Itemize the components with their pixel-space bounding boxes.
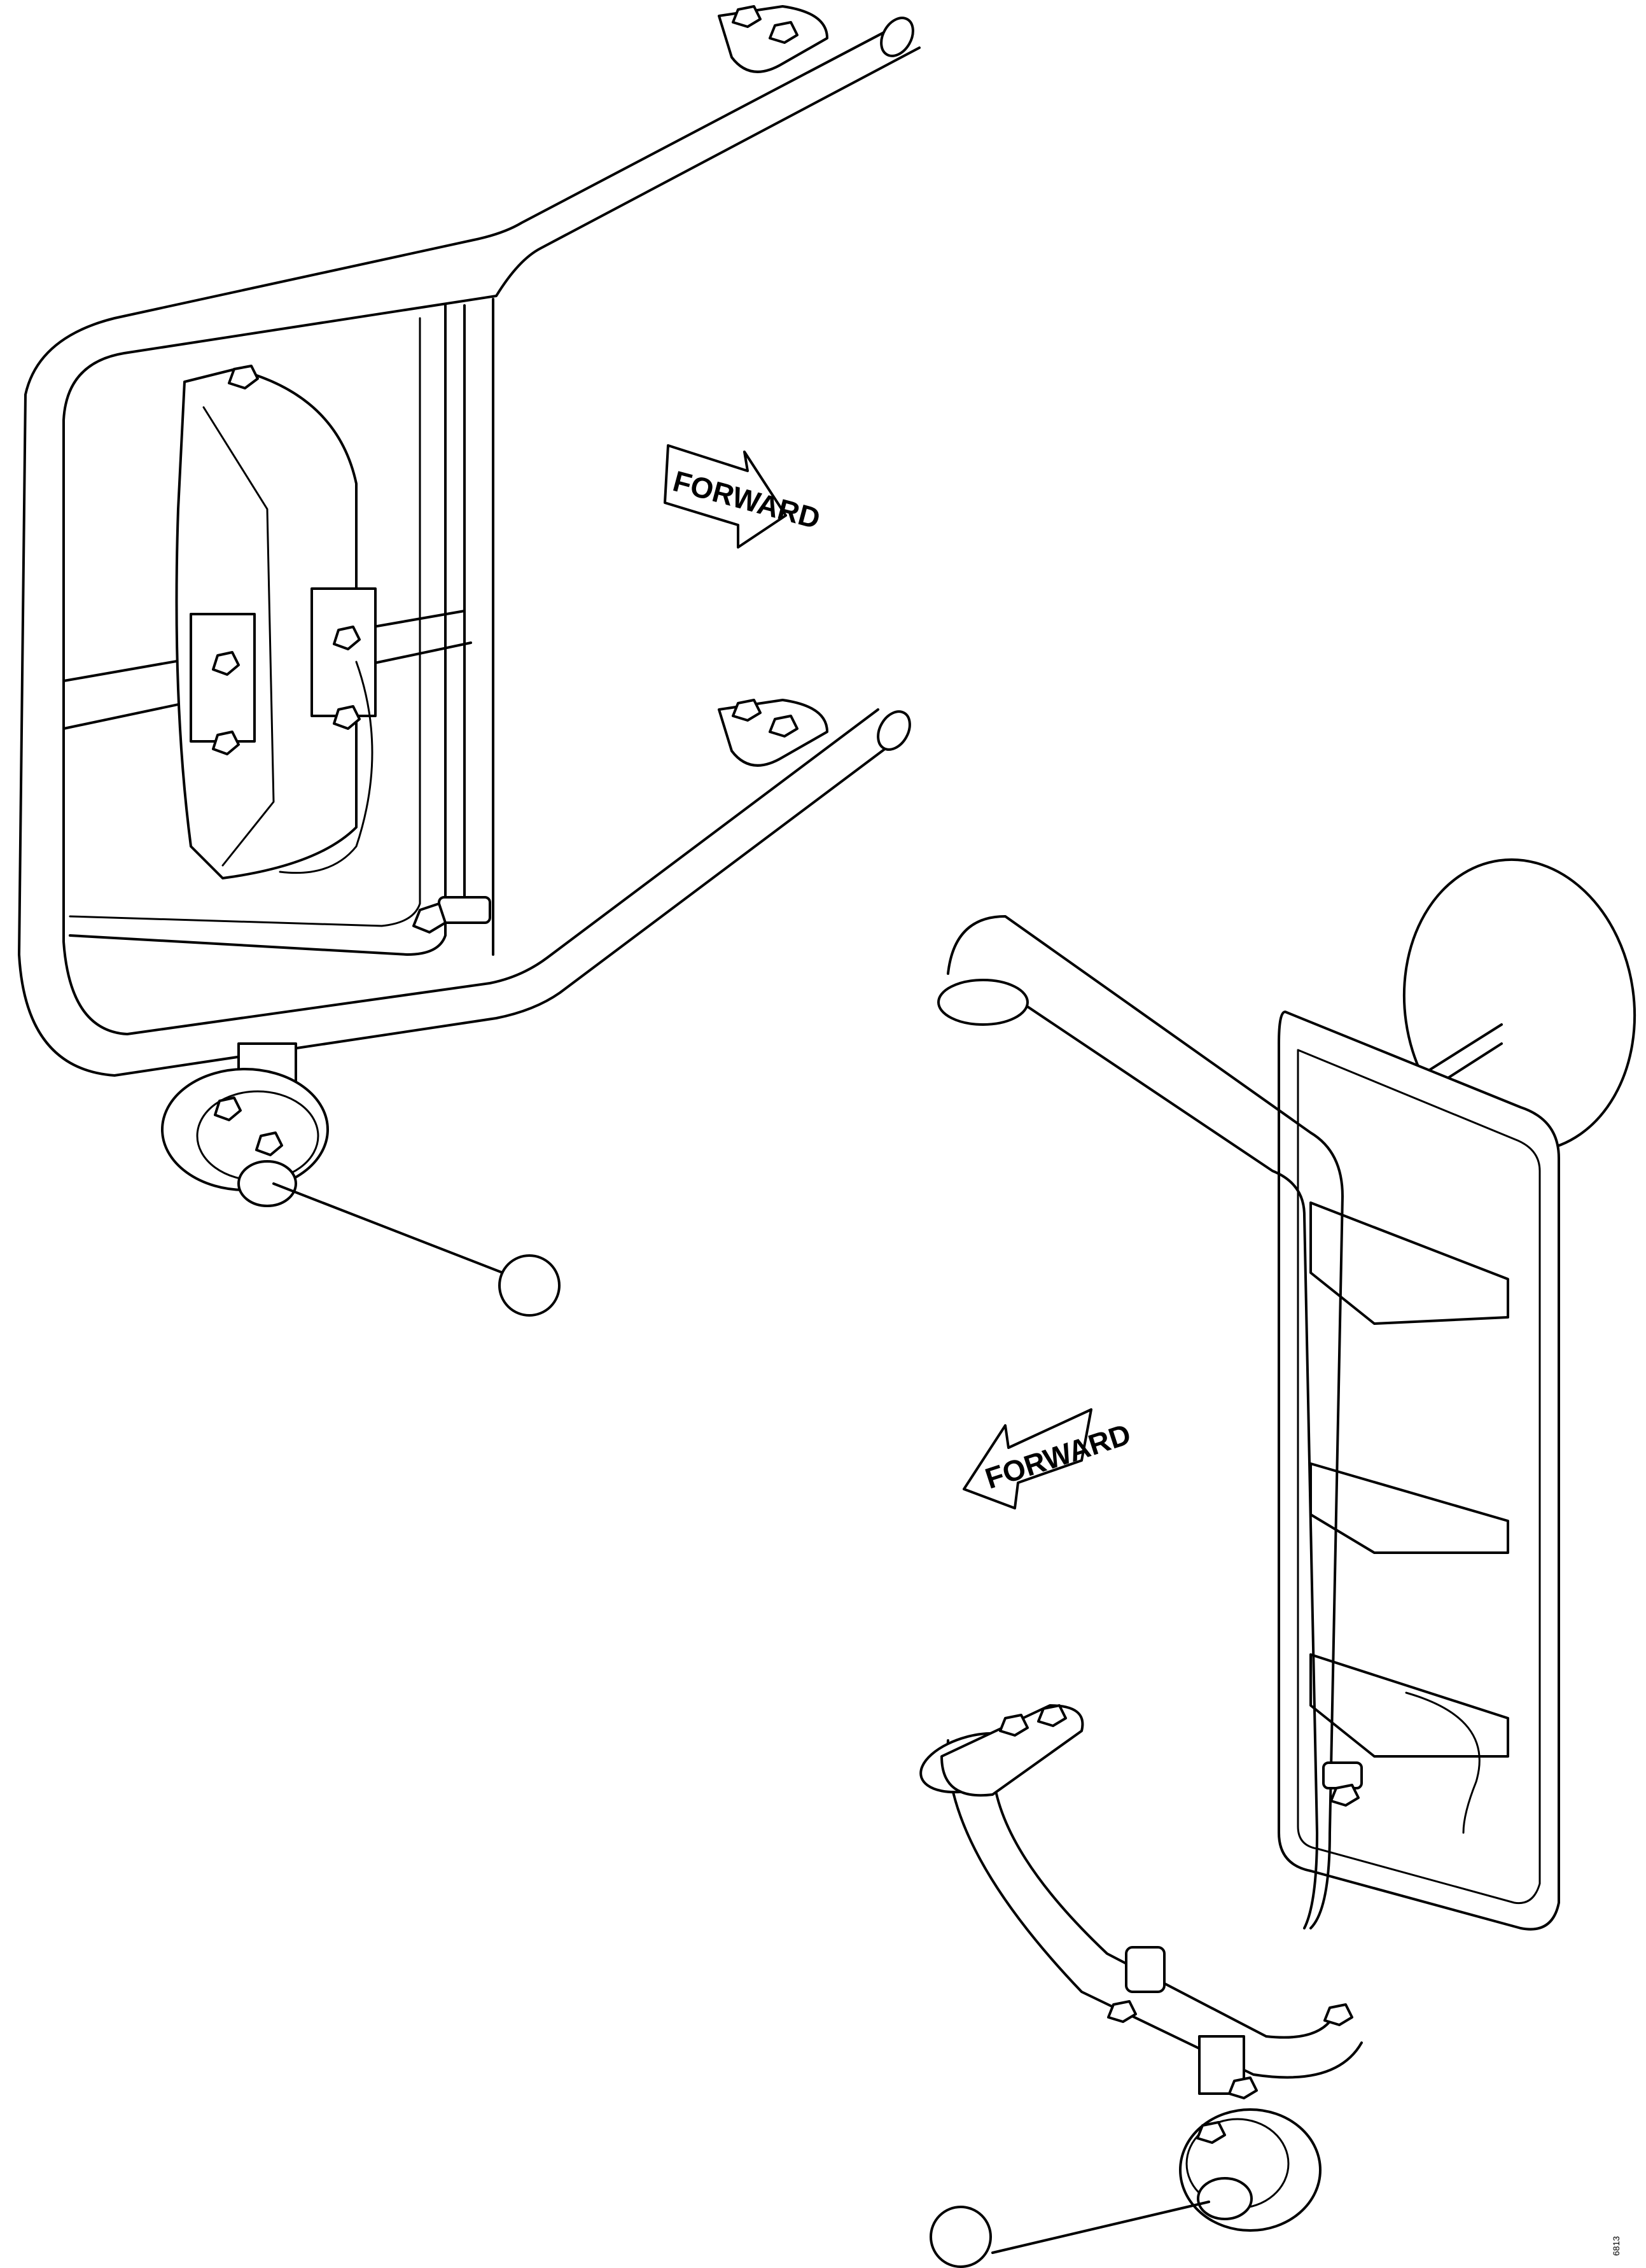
forward-arrow-upper-shape	[664, 444, 787, 549]
right-frame-tube-lower-inner	[991, 1761, 1337, 2039]
left-mirror-housing-edge	[69, 317, 421, 927]
right-pad-boss	[1197, 2177, 1253, 2220]
left-swivel-plate-fold	[202, 406, 275, 867]
right-callout-leader	[991, 2201, 1210, 2254]
right-pad-bolt-1	[1228, 2076, 1258, 2099]
left-callout-leader	[272, 1182, 504, 1274]
right-wire-harness	[1405, 1691, 1481, 1834]
left-tube-clamp	[438, 896, 491, 924]
left-plate-top-bolt	[228, 365, 259, 389]
right-lower-bolt-2	[1037, 1704, 1067, 1727]
left-pad-bolt-2	[255, 1131, 283, 1156]
left-clamp-bolt-2	[212, 731, 240, 755]
right-frame-tube-lower-outer	[946, 1739, 1363, 2079]
forward-arrow-lower-shape	[963, 1408, 1092, 1509]
forward-arrow-upper: FORWARD	[664, 444, 824, 549]
left-upper-bolt-2	[769, 21, 799, 44]
right-tube-clamp-bolt-3	[1323, 2003, 1353, 2026]
left-clamp-bolt-4	[333, 705, 361, 730]
right-bracket-3	[1309, 1653, 1509, 1758]
right-tube-clamp-bolt-2	[1330, 1784, 1360, 1807]
left-clamp-block-1	[190, 613, 256, 743]
right-frame-tube-upper-outer	[947, 915, 1344, 1929]
left-frame-tube-outer	[18, 24, 898, 1077]
left-mirror-housing	[69, 304, 447, 956]
right-callout-circle	[930, 2206, 992, 2268]
left-frame-tube-inner	[62, 46, 921, 1035]
left-lower-bolt-1	[732, 699, 762, 722]
forward-arrow-lower: FORWARD	[963, 1408, 1134, 1509]
left-clamp-bolt-3	[333, 626, 361, 650]
left-pad-boss	[237, 1160, 297, 1207]
left-callout-circle	[498, 1254, 561, 1317]
right-tube-clamp-1	[1125, 1946, 1166, 1993]
left-tube-clamp-bolt	[412, 902, 447, 934]
left-upper-tube-end	[880, 17, 914, 57]
left-mirror-assembly	[18, 5, 921, 1317]
right-tube-clamp-2	[1322, 1761, 1363, 1789]
left-lower-bolt-2	[769, 715, 799, 738]
right-tube-clamp-bolt-1	[1107, 2000, 1137, 2023]
figure-code: 6813	[1611, 2236, 1621, 2256]
right-flat-mirror-inner	[1297, 1049, 1541, 1905]
right-frame-tube-upper-inner	[991, 982, 1318, 1929]
left-clamp-bolt-1	[212, 651, 240, 676]
right-mirror-assembly	[919, 858, 1636, 2268]
right-upper-tube-end	[937, 979, 1029, 1026]
right-pad-bolt-2	[1196, 2121, 1226, 2144]
right-lower-bolt-1	[999, 1714, 1029, 1737]
right-lower-mount-bracket	[940, 1704, 1084, 1797]
left-lower-tube-end	[877, 710, 911, 751]
left-wire-harness	[279, 661, 373, 874]
left-clamp-block-2	[310, 587, 377, 717]
left-upper-bolt-1	[732, 5, 762, 28]
left-pad-bolt-1	[214, 1096, 242, 1121]
right-bracket-1	[1309, 1201, 1509, 1325]
